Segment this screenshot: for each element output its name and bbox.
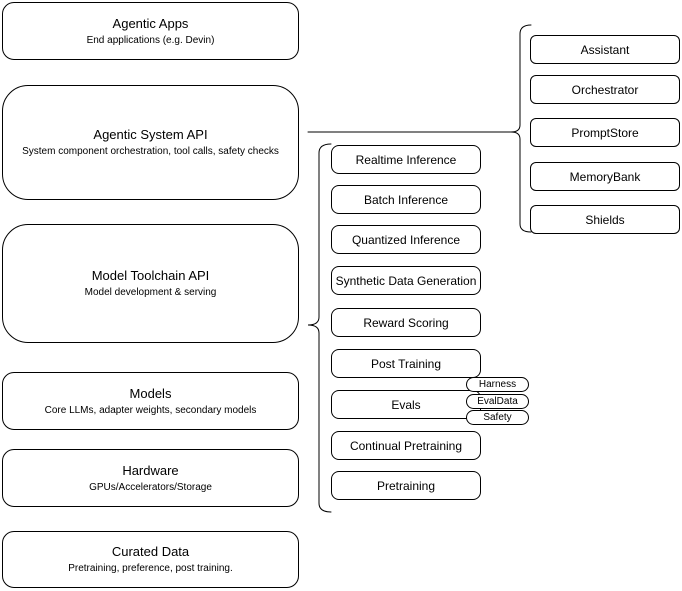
node-model-toolchain-api: Model Toolchain API Model development & … xyxy=(2,224,299,343)
tag-safety: Safety xyxy=(466,410,529,425)
service-label: Reward Scoring xyxy=(363,315,449,330)
service-reward-scoring: Reward Scoring xyxy=(331,308,481,337)
component-label: MemoryBank xyxy=(569,169,641,184)
node-subtitle: Pretraining, preference, post training. xyxy=(68,563,233,574)
tag-label: Harness xyxy=(478,379,517,390)
service-pretraining: Pretraining xyxy=(331,471,481,500)
node-title: Models xyxy=(129,385,172,401)
service-label: Post Training xyxy=(370,356,442,371)
component-label: Assistant xyxy=(580,42,630,57)
node-subtitle: GPUs/Accelerators/Storage xyxy=(89,481,212,493)
service-synthetic-data-generation: Synthetic Data Generation xyxy=(331,266,481,295)
component-shields: Shields xyxy=(530,205,680,234)
component-label: Orchestrator xyxy=(571,82,639,97)
service-realtime-inference: Realtime Inference xyxy=(331,145,481,174)
service-post-training: Post Training xyxy=(331,349,481,378)
component-orchestrator: Orchestrator xyxy=(530,75,680,104)
brace-toolchain-services xyxy=(307,143,332,513)
service-evals: Evals xyxy=(331,390,481,419)
tag-harness: Harness xyxy=(466,377,529,392)
service-label: Pretraining xyxy=(376,478,436,493)
component-assistant: Assistant xyxy=(530,35,680,64)
node-title: Model Toolchain API xyxy=(91,268,210,283)
node-agentic-system-api: Agentic System API System component orch… xyxy=(2,85,299,200)
service-label: Continual Pretraining xyxy=(349,438,463,453)
node-subtitle: Model development & serving xyxy=(84,287,217,298)
node-hardware: Hardware GPUs/Accelerators/Storage xyxy=(2,449,299,507)
node-title: Curated Data xyxy=(111,544,190,559)
component-label: PromptStore xyxy=(571,125,639,140)
service-label: Evals xyxy=(391,397,421,412)
node-subtitle: System component orchestration, tool cal… xyxy=(22,146,279,157)
brace-system-components xyxy=(510,24,532,233)
node-models: Models Core LLMs, adapter weights, secon… xyxy=(2,372,299,430)
tag-label: EvalData xyxy=(477,396,518,407)
service-label: Synthetic Data Generation xyxy=(335,273,477,288)
service-batch-inference: Batch Inference xyxy=(331,185,481,214)
node-agentic-apps: Agentic Apps End applications (e.g. Devi… xyxy=(2,2,299,60)
node-curated-data: Curated Data Pretraining, preference, po… xyxy=(2,531,299,588)
node-subtitle: End applications (e.g. Devin) xyxy=(86,34,215,46)
service-continual-pretraining: Continual Pretraining xyxy=(331,431,481,460)
service-label: Batch Inference xyxy=(363,192,449,207)
service-label: Realtime Inference xyxy=(355,152,457,167)
tag-label: Safety xyxy=(483,412,512,423)
node-title: Agentic System API xyxy=(93,127,208,142)
tag-evaldata: EvalData xyxy=(466,394,529,409)
service-quantized-inference: Quantized Inference xyxy=(331,225,481,254)
service-label: Quantized Inference xyxy=(351,232,461,247)
node-title: Agentic Apps xyxy=(112,15,189,31)
component-memorybank: MemoryBank xyxy=(530,162,680,191)
node-subtitle: Core LLMs, adapter weights, secondary mo… xyxy=(44,404,257,416)
node-title: Hardware xyxy=(122,462,179,478)
component-promptstore: PromptStore xyxy=(530,118,680,147)
component-label: Shields xyxy=(585,212,625,227)
